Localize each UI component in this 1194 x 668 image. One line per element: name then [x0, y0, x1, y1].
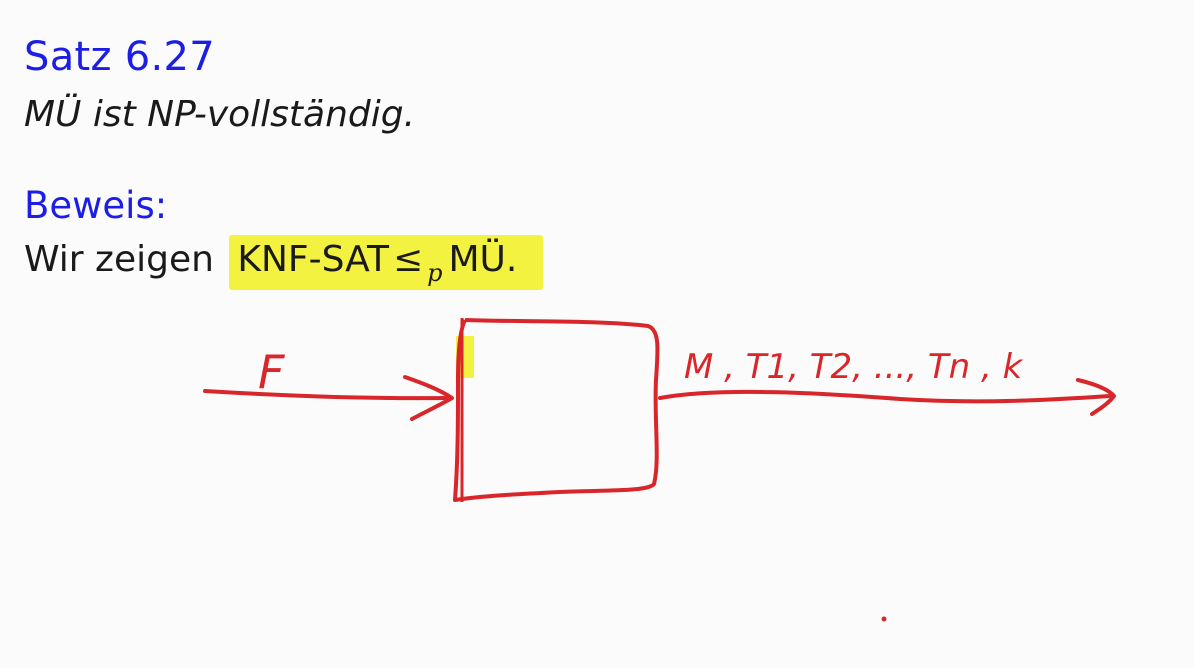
reduction-subscript: p: [427, 259, 443, 287]
reduction-target: MÜ.: [448, 239, 518, 280]
reduction-box: [453, 318, 660, 502]
input-arrowhead: [403, 375, 454, 421]
reduction-symbol: ≤: [392, 239, 424, 280]
output-label: M , T1, T2, ..., Tn , k: [684, 347, 1024, 387]
input-label: F: [258, 345, 285, 399]
output-arrow: [658, 389, 1112, 404]
highlighter-mark: [456, 336, 474, 378]
proof-lead: Wir zeigen: [24, 239, 214, 280]
theorem-statement: MÜ ist NP-vollständig.: [24, 94, 416, 135]
theorem-title: Satz 6.27: [24, 34, 216, 80]
input-arrow: [203, 389, 450, 401]
output-arrowhead: [1076, 378, 1116, 416]
proof-title: Beweis:: [24, 184, 168, 227]
stray-ink-dot: [881, 616, 887, 622]
reduction-source: KNF-SAT: [237, 239, 389, 280]
